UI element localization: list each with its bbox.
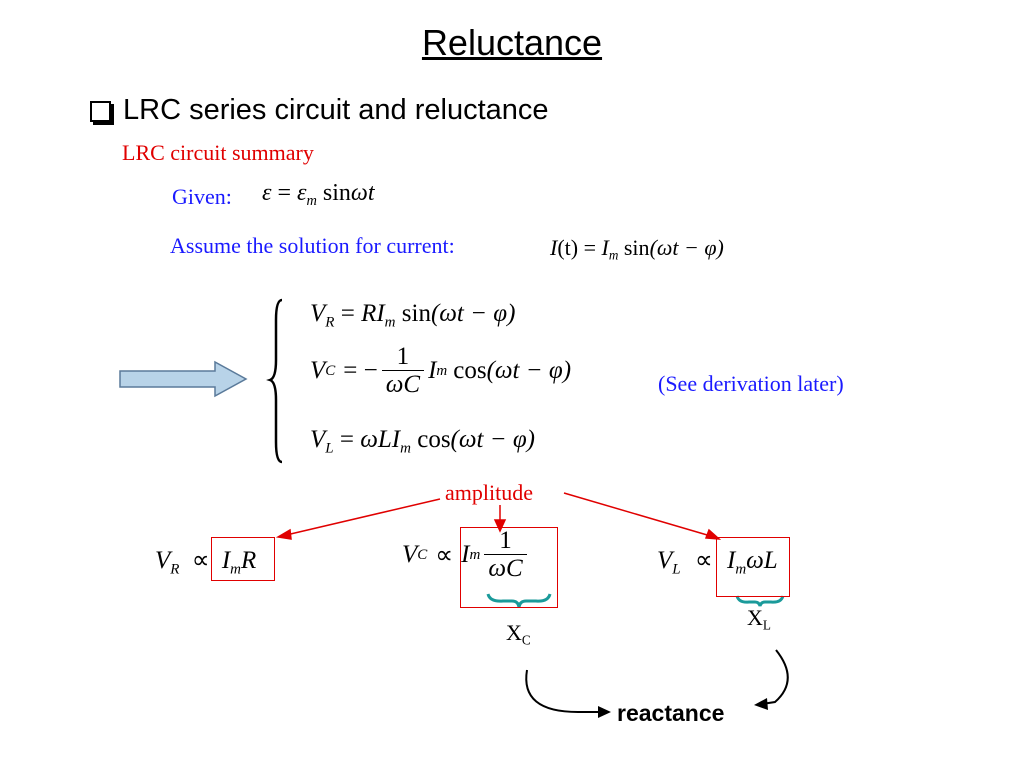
arrow-to-vc-head <box>493 519 507 533</box>
arrow-to-vr <box>281 498 441 537</box>
fraction-1-over-omega-c-amp: 1 ωC <box>484 527 527 583</box>
equation-vl: VL = ωLIm cos(ωt − φ) <box>310 426 535 457</box>
left-brace-icon <box>266 298 283 464</box>
equation-vr: VR = RIm sin(ωt − φ) <box>310 300 516 331</box>
bullet-text: LRC series circuit and reluctance <box>123 94 549 126</box>
derivation-note: (See derivation later) <box>658 371 844 396</box>
given-label: Given: <box>172 184 232 209</box>
prop-vl: VL ∝ ImωL <box>657 547 778 578</box>
curve-arrow-xl <box>761 649 789 705</box>
xl-label: XL <box>747 605 771 633</box>
curve-arrow-xc <box>525 669 603 713</box>
xc-label: XC <box>506 620 531 648</box>
arrow-to-vr-head <box>275 528 292 540</box>
curve-arrow-xl-head <box>754 698 768 710</box>
arrow-to-vl <box>563 492 715 538</box>
underbrace-xl-icon <box>735 595 785 607</box>
checkbox-bullet-icon <box>90 101 111 122</box>
subheading: LRC circuit summary <box>122 140 314 165</box>
bullet-item: LRC series circuit and reluctance <box>90 94 549 127</box>
reactance-label: reactance <box>617 700 725 726</box>
current-equation: I(t) = Im sin(ωt − φ) <box>550 235 724 263</box>
fraction-1-over-omega-c: 1 ωC <box>381 343 425 399</box>
amplitude-box-r <box>211 537 275 581</box>
prop-vr: VR ∝ ImR <box>155 547 257 578</box>
amplitude-box-l <box>716 537 790 597</box>
given-equation: ε = εm sinωt <box>262 180 375 210</box>
block-arrow-icon <box>119 360 248 398</box>
amplitude-box-c <box>460 527 558 608</box>
assume-label: Assume the solution for current: <box>170 233 455 258</box>
slide-title: Reluctance <box>421 22 603 63</box>
arrow-to-vl-head <box>704 528 722 540</box>
curve-arrow-xc-head <box>598 706 611 718</box>
amplitude-label: amplitude <box>445 480 533 505</box>
